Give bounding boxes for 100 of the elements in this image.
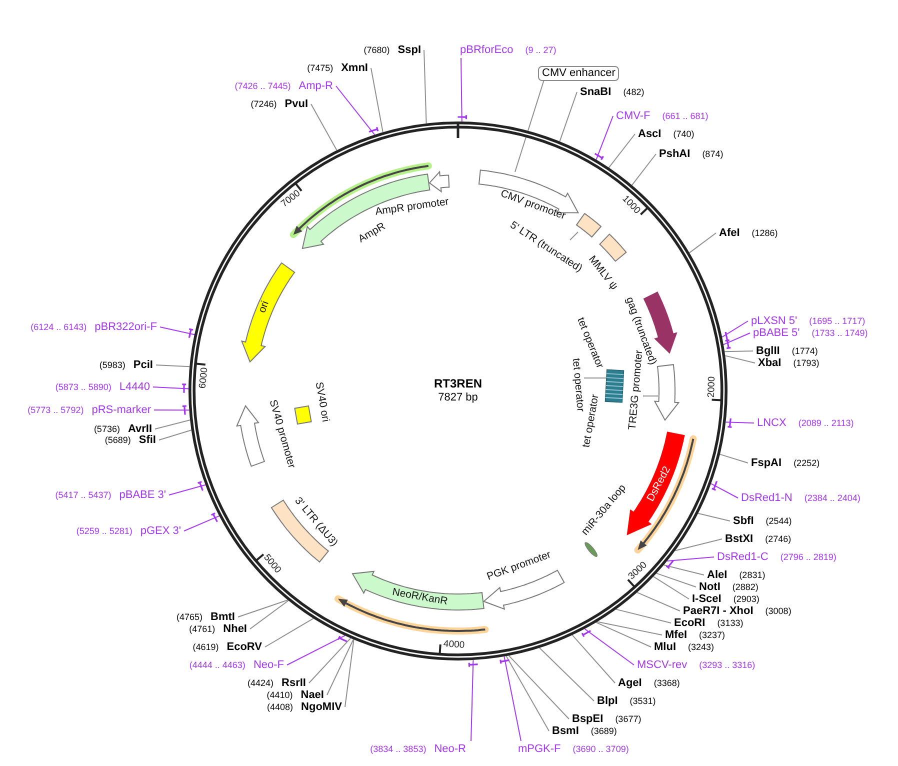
- enzyme-name: RsrII: [282, 676, 306, 690]
- primer-name: CMV-F: [616, 108, 650, 124]
- enzyme-name: NaeI: [300, 688, 324, 702]
- primer-name: Neo-F: [253, 658, 284, 673]
- enzyme-name: PaeR7I - XhoI: [683, 604, 754, 618]
- primer-name: MSCV-rev: [637, 658, 688, 673]
- promoter-arrow: [654, 364, 680, 421]
- cut-position: (3368): [654, 676, 680, 690]
- enzyme-name: BglII: [756, 344, 780, 358]
- leader-line: [506, 656, 550, 732]
- cut-position: (2903): [733, 592, 760, 606]
- leader-line: [154, 420, 191, 430]
- primer-range: (7426 .. 7445): [234, 80, 291, 93]
- cut-position: (4761): [189, 622, 216, 636]
- cut-position: (4765): [176, 610, 203, 624]
- plasmid-name: RT3REN: [434, 376, 482, 392]
- cut-position: (7246): [250, 98, 277, 111]
- enzyme-name: MluI: [654, 640, 676, 655]
- cut-position: (4424): [248, 676, 274, 690]
- enzyme-name: NheI: [223, 622, 247, 637]
- leader-line: [570, 232, 578, 240]
- cut-position: (3237): [699, 628, 726, 642]
- leader-line: [539, 647, 594, 702]
- enzyme-name: PshAI: [659, 146, 690, 162]
- enzyme-name: MfeI: [665, 628, 687, 642]
- feature-label: NeoR/KanR: [392, 586, 448, 608]
- leader-line: [720, 454, 748, 464]
- cut-position: (2746): [765, 532, 792, 546]
- primer-name: L4440: [119, 380, 150, 395]
- enzyme-name: BmtI: [210, 610, 235, 624]
- primer-name: pBABE 5': [753, 326, 800, 341]
- leader-line: [184, 515, 220, 532]
- enzyme-name: SfiI: [138, 432, 156, 448]
- enzyme-name: SspI: [398, 42, 421, 58]
- leader-line: [572, 634, 616, 684]
- cut-position: (3689): [590, 724, 617, 738]
- enzyme-name: BspEI: [572, 712, 604, 726]
- cut-position: (2882): [732, 580, 758, 594]
- enzyme-name: AscI: [638, 126, 662, 142]
- feature-label: tet operator: [570, 358, 586, 412]
- enzyme-name: EcoRI: [674, 616, 706, 630]
- leader-line: [596, 116, 614, 160]
- primer-name: DsRed1-N: [741, 490, 792, 506]
- leader-line: [326, 638, 354, 696]
- enzyme-name: FspAI: [751, 456, 782, 471]
- primer-range: (2089 .. 2113): [798, 416, 854, 430]
- enzyme-name: SnaBI: [580, 84, 612, 100]
- enzyme-name: AgeI: [618, 676, 642, 691]
- cut-position: (3531): [630, 694, 656, 708]
- leader-line: [596, 621, 662, 636]
- primer-name: Neo-R: [434, 742, 466, 757]
- cut-position: (2831): [739, 568, 766, 582]
- leader-line: [154, 410, 190, 411]
- enzyme-name: XbaI: [758, 356, 782, 371]
- operator-block: [604, 369, 624, 403]
- leader-line: [336, 86, 376, 136]
- enzyme-name: SbfI: [733, 514, 754, 529]
- cut-position: (740): [673, 128, 694, 141]
- primer-name: LNCX: [757, 416, 786, 431]
- cut-position: (7475): [307, 62, 334, 75]
- cut-position: (3133): [717, 616, 744, 630]
- enzyme-name: XmnI: [341, 60, 368, 76]
- leader-line: [250, 600, 289, 630]
- leader-line: [160, 326, 195, 336]
- feature-label: ori: [257, 300, 271, 314]
- leader-line: [158, 430, 192, 440]
- cut-position: (1286): [752, 226, 778, 240]
- leader-line: [514, 80, 544, 172]
- cut-position: (4410): [266, 688, 293, 702]
- scale-label: 4000: [442, 639, 465, 650]
- leader-line: [656, 572, 696, 588]
- primer-range: (5773 .. 5792): [28, 404, 84, 417]
- primer-name: pRS-marker: [92, 402, 151, 418]
- primer-range: (1733 .. 1749): [812, 326, 868, 340]
- enzyme-name: AleI: [707, 568, 728, 582]
- cut-position: (3008): [765, 604, 792, 618]
- leader-line: [688, 232, 716, 254]
- primer-name: pGEX 3': [140, 524, 181, 539]
- leader-line: [608, 134, 636, 168]
- enzyme-name: I-SceI: [692, 592, 722, 606]
- cut-position: (5689): [104, 434, 131, 447]
- leader-line: [424, 50, 427, 124]
- leader-line: [508, 655, 570, 720]
- leader-line: [698, 512, 730, 522]
- enzyme-name: PciI: [133, 358, 153, 373]
- primer-range: (2796 .. 2819): [780, 550, 836, 564]
- primer-name: Amp-R: [298, 78, 333, 94]
- leader-line: [666, 556, 714, 562]
- cut-position: (2252): [794, 456, 820, 470]
- enzyme-name: BsmI: [552, 724, 579, 739]
- cut-position: (3243): [688, 640, 714, 654]
- leader-line: [470, 660, 474, 742]
- cut-position: (874): [702, 148, 724, 161]
- primer-range: (4444 .. 4463): [189, 658, 246, 672]
- leader-line: [724, 350, 754, 352]
- primer-name: pBABE 3': [119, 488, 166, 503]
- primer-range: (6124 .. 6143): [30, 320, 87, 334]
- cut-position: (7680): [364, 44, 390, 57]
- cut-position: (5983): [99, 358, 126, 372]
- leader-line: [156, 364, 190, 368]
